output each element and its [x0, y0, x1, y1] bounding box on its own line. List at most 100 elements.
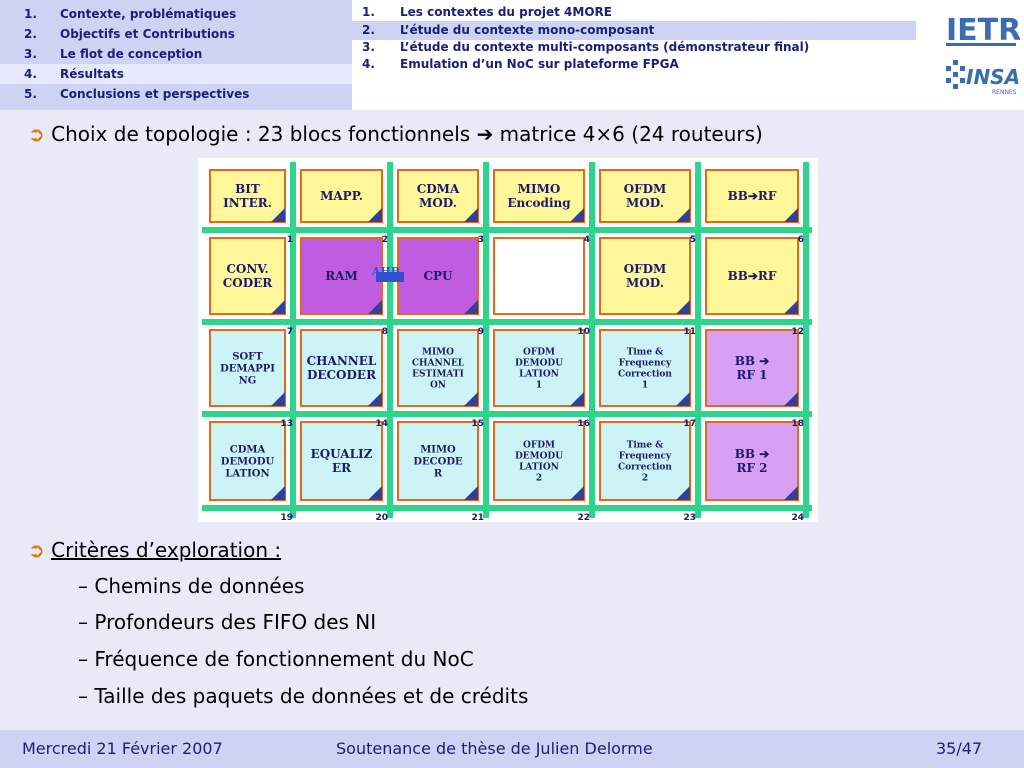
nav-item-1[interactable]: 1.Contexte, problématiques — [24, 7, 237, 21]
criteria-bullet: ➲ Critères d’exploration : — [28, 538, 281, 562]
block-label: SOFT — [232, 351, 263, 362]
criteria-item: – Chemins de données — [78, 574, 305, 598]
svg-text:INSA: INSA — [966, 65, 1020, 89]
router-number: 20 — [375, 513, 388, 522]
svg-text:RENNES: RENNES — [992, 89, 1017, 96]
block-label: R — [434, 468, 443, 479]
router-number: 2 — [382, 235, 388, 245]
block-label: MOD. — [626, 276, 664, 290]
block-label: MIMO — [422, 348, 454, 358]
router-number: 21 — [471, 513, 484, 522]
ip-block — [397, 169, 479, 223]
subnav-item-1[interactable]: 1.Les contextes du projet 4MORE — [362, 5, 612, 19]
router-number: 14 — [375, 419, 388, 429]
block-corner-marker — [570, 486, 584, 500]
nav-item-4-active[interactable]: 4.Résultats — [0, 64, 352, 84]
ip-block — [599, 237, 691, 315]
block-corner-marker — [271, 208, 285, 222]
router-number: 9 — [478, 327, 484, 337]
ip-block — [209, 329, 286, 407]
router-number: 12 — [791, 327, 804, 337]
ip-block — [397, 237, 479, 315]
ip-block — [300, 237, 383, 315]
ip-block — [705, 169, 799, 223]
router-number: 3 — [478, 235, 484, 245]
block-label: OFDM — [523, 348, 555, 358]
ip-block — [300, 169, 383, 223]
nav-item-2[interactable]: 2.Objectifs et Contributions — [24, 27, 235, 41]
ahb-bus — [376, 272, 404, 282]
block-label: OFDM — [624, 262, 667, 276]
ip-block — [493, 237, 585, 315]
router-number: 7 — [287, 327, 293, 337]
footer-page: 35/47 — [936, 739, 983, 758]
block-label: CODER — [223, 276, 274, 290]
nav-item-5[interactable]: 5.Conclusions et perspectives — [24, 87, 250, 101]
block-label: OFDM — [523, 441, 555, 451]
block-label: DECODER — [307, 368, 377, 382]
router-number: 24 — [791, 513, 804, 522]
block-label: CHANNEL — [307, 354, 377, 368]
block-label: BIT — [235, 182, 260, 196]
block-label: MOD. — [626, 196, 664, 210]
block-label: BB➔RF — [728, 189, 777, 203]
subnav-item-3[interactable]: 3.L’étude du contexte multi-composants (… — [362, 40, 810, 54]
subnav-item-2-active[interactable]: 2.L’étude du contexte mono-composant — [352, 21, 916, 40]
subnav-item-4[interactable]: 4.Emulation d’un NoC sur plateforme FPGA — [362, 57, 679, 71]
router-number: 23 — [683, 513, 696, 522]
criteria-item: – Profondeurs des FIFO des NI — [78, 610, 377, 634]
router-number: 15 — [471, 419, 484, 429]
block-label: BB ➔ — [735, 447, 770, 461]
ip-block — [493, 329, 585, 407]
router-number: 22 — [577, 513, 590, 522]
block-corner-marker — [570, 208, 584, 222]
block-corner-marker — [464, 486, 478, 500]
router-number: 13 — [280, 419, 293, 429]
router-number: 5 — [690, 235, 696, 245]
block-corner-marker — [570, 392, 584, 406]
router-number: 1 — [287, 235, 293, 245]
block-corner-marker — [676, 208, 690, 222]
ip-block — [705, 421, 799, 501]
block-corner-marker — [271, 300, 285, 314]
ip-block — [300, 421, 383, 501]
block-label: DEMODU — [515, 359, 563, 369]
block-label: LATION — [519, 463, 559, 473]
block-label: 2 — [642, 474, 648, 484]
block-label: BB➔RF — [728, 269, 777, 283]
router-number: 11 — [683, 327, 696, 337]
block-label: 2 — [536, 474, 542, 484]
block-label: ER — [332, 461, 352, 475]
block-label: DECODE — [413, 456, 463, 467]
block-label: MIMO — [420, 444, 456, 455]
block-label: Frequency — [619, 359, 672, 369]
router-number: 4 — [584, 235, 590, 245]
noc-diagram: BITINTER.MAPP.CDMAMOD.MIMOEncodingOFDMMO… — [202, 162, 812, 523]
block-label: NG — [239, 375, 257, 386]
block-label: Correction — [618, 370, 672, 380]
topology-bullet: ➲ Choix de topologie : 23 blocs fonction… — [28, 122, 763, 146]
router-number: 18 — [791, 419, 804, 429]
block-corner-marker — [784, 300, 798, 314]
ip-block — [209, 237, 286, 315]
block-corner-marker — [784, 392, 798, 406]
block-corner-marker — [271, 392, 285, 406]
block-label: Correction — [618, 463, 672, 473]
block-label: RF 1 — [736, 368, 767, 382]
topology-text: Choix de topologie : 23 blocs fonctionne… — [51, 122, 763, 146]
block-corner-marker — [271, 486, 285, 500]
block-corner-marker — [676, 300, 690, 314]
block-corner-marker — [368, 486, 382, 500]
router-number: 17 — [683, 419, 696, 429]
nav-item-3[interactable]: 3.Le flot de conception — [24, 47, 203, 61]
block-label: 1 — [536, 381, 542, 391]
block-label: MIMO — [518, 182, 561, 196]
block-label: DEMODU — [515, 452, 563, 462]
insa-logo: INSA RENNES — [946, 60, 1020, 96]
block-label: BB ➔ — [735, 354, 770, 368]
ip-block — [493, 169, 585, 223]
block-label: Time & — [627, 348, 664, 358]
footer-bar: Mercredi 21 Février 2007 Soutenance de t… — [0, 730, 1024, 768]
ip-block — [599, 169, 691, 223]
